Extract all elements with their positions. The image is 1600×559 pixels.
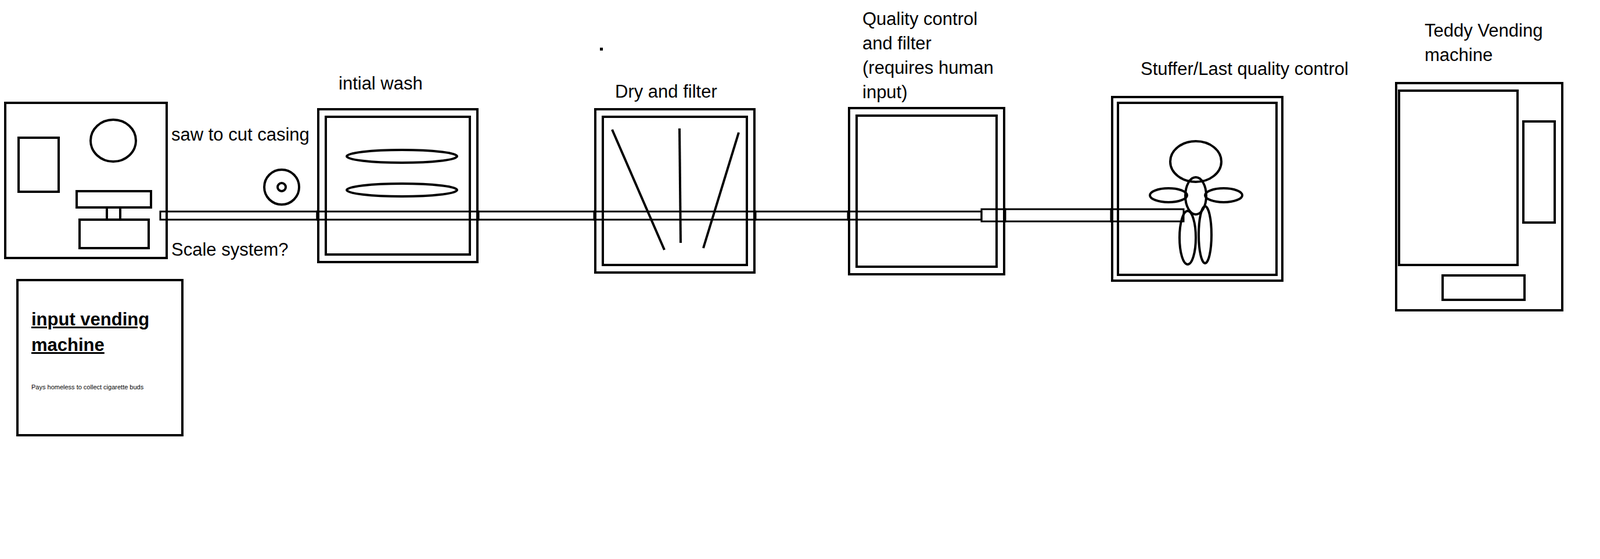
filter-strand	[612, 129, 665, 250]
saw-hub	[277, 182, 286, 192]
inner-frame	[602, 116, 747, 265]
conveyor-belt	[160, 211, 318, 220]
stray-dot	[599, 47, 603, 51]
belt-direction	[478, 215, 595, 217]
filter-strand	[679, 128, 681, 243]
machine-heading: Stuffer/Last quality control	[1140, 56, 1349, 82]
machine-box: input vending machinePays homeless to co…	[16, 278, 184, 437]
wash-paddle	[346, 183, 458, 197]
teddy-arm	[1149, 188, 1188, 203]
inner-frame	[325, 116, 470, 255]
note-text: Pays homeless to collect cigarette buds	[31, 382, 176, 391]
vending-window	[1399, 90, 1518, 265]
teddy-leg	[1198, 206, 1212, 264]
collector-slot	[18, 137, 59, 192]
teddy-arm	[1205, 188, 1243, 203]
conveyor-belt	[317, 211, 479, 220]
machine-box: Dry and filter	[594, 108, 756, 274]
vending-panel	[1523, 121, 1555, 223]
scale-base	[79, 219, 149, 248]
belt-rails	[1005, 209, 1111, 222]
vending-tray	[1442, 275, 1525, 300]
machine-title: input vending machine	[31, 306, 176, 358]
conveyor-belt	[1110, 209, 1184, 222]
conveyor-belt	[755, 211, 848, 220]
conveyor-belt	[594, 211, 756, 220]
machine-heading: Dry and filter	[615, 79, 718, 104]
machine-box: intial wash	[317, 108, 479, 264]
teddy-leg	[1179, 210, 1196, 265]
machine-box: Teddy Vending machine	[1394, 81, 1564, 312]
label-slot: Scale system?	[171, 237, 289, 262]
machine-heading: Quality control and filter (requires hum…	[862, 6, 1002, 105]
collector-button	[90, 119, 136, 162]
belt-direction	[755, 215, 848, 217]
part-label: Scale system?	[171, 237, 289, 262]
conveyor-belt	[981, 209, 1006, 222]
inner-frame	[856, 115, 997, 267]
wash-paddle	[346, 149, 458, 163]
part-label: saw to cut casing	[171, 122, 310, 147]
belt-direction	[1005, 214, 1111, 216]
label-slot: saw to cut casing	[171, 122, 310, 147]
machine-heading: intial wash	[338, 71, 423, 96]
machine-box: Stuffer/Last quality control	[1110, 95, 1284, 282]
teddy-head	[1170, 141, 1222, 182]
belt-rails	[478, 211, 595, 220]
collector-housing	[5, 102, 167, 258]
conveyor-belt	[847, 211, 982, 220]
conveyor-belt	[478, 211, 595, 220]
scale-stem	[106, 207, 121, 220]
belt-rails	[755, 211, 848, 220]
conveyor-belt	[1005, 209, 1111, 222]
machine-heading: Teddy Vending machine	[1424, 18, 1564, 68]
machine-box: Quality control and filter (requires hum…	[847, 106, 1006, 276]
inner-frame	[1117, 102, 1277, 275]
scale-plate	[76, 191, 151, 208]
filter-strand	[703, 132, 739, 248]
saw-blade	[264, 169, 300, 205]
